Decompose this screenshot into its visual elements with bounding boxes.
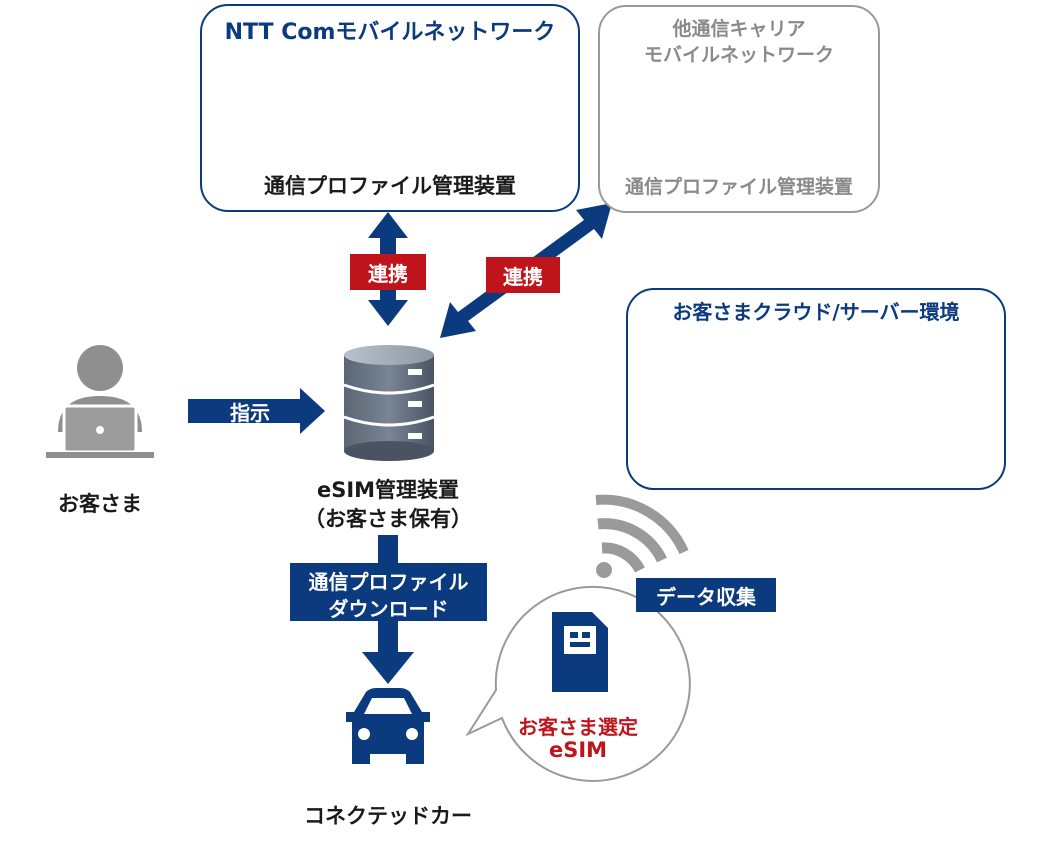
sim-card-icon	[552, 612, 608, 692]
esim-database-icon	[342, 343, 436, 463]
person-laptop-icon	[46, 345, 154, 458]
bubble-line2: eSIM	[548, 738, 608, 762]
data-collect-tag: データ収集	[636, 578, 776, 612]
bubble-line1: お客さま選定	[518, 715, 638, 739]
other-box-title-line1: 他通信キャリア	[672, 18, 806, 40]
download-box	[290, 563, 487, 621]
esim-device-line1: eSIM管理装置	[316, 478, 460, 502]
car-icon	[346, 688, 430, 764]
download-line2: ダウンロード	[328, 597, 449, 621]
wifi-icon	[595, 494, 689, 573]
other-box-title-line2: モバイルネットワーク	[643, 44, 834, 66]
link-tag-right: 連携	[486, 257, 560, 293]
instruct-arrow	[188, 388, 325, 434]
download-line1: 通信プロファイル	[308, 570, 469, 594]
instruct-label: 指示	[230, 400, 270, 425]
ntt-box-title: NTT Comモバイルネットワーク	[224, 20, 556, 45]
ntt-network-box	[200, 4, 580, 212]
cloud-box-title: お客さまクラウド/サーバー環境	[672, 300, 960, 324]
wifi-dot	[596, 562, 612, 578]
link-tag-left: 連携	[350, 254, 426, 290]
ntt-device-label: 通信プロファイル管理装置	[264, 174, 516, 198]
esim-device-line2: （お客さま保有）	[304, 507, 472, 531]
customer-label: お客さま	[58, 492, 142, 516]
cloud-server-box	[626, 288, 1006, 490]
other-carrier-box	[598, 5, 880, 213]
download-arrow	[362, 535, 414, 684]
other-device-label: 通信プロファイル管理装置	[624, 176, 853, 198]
car-label: コネクテッドカー	[304, 804, 472, 828]
